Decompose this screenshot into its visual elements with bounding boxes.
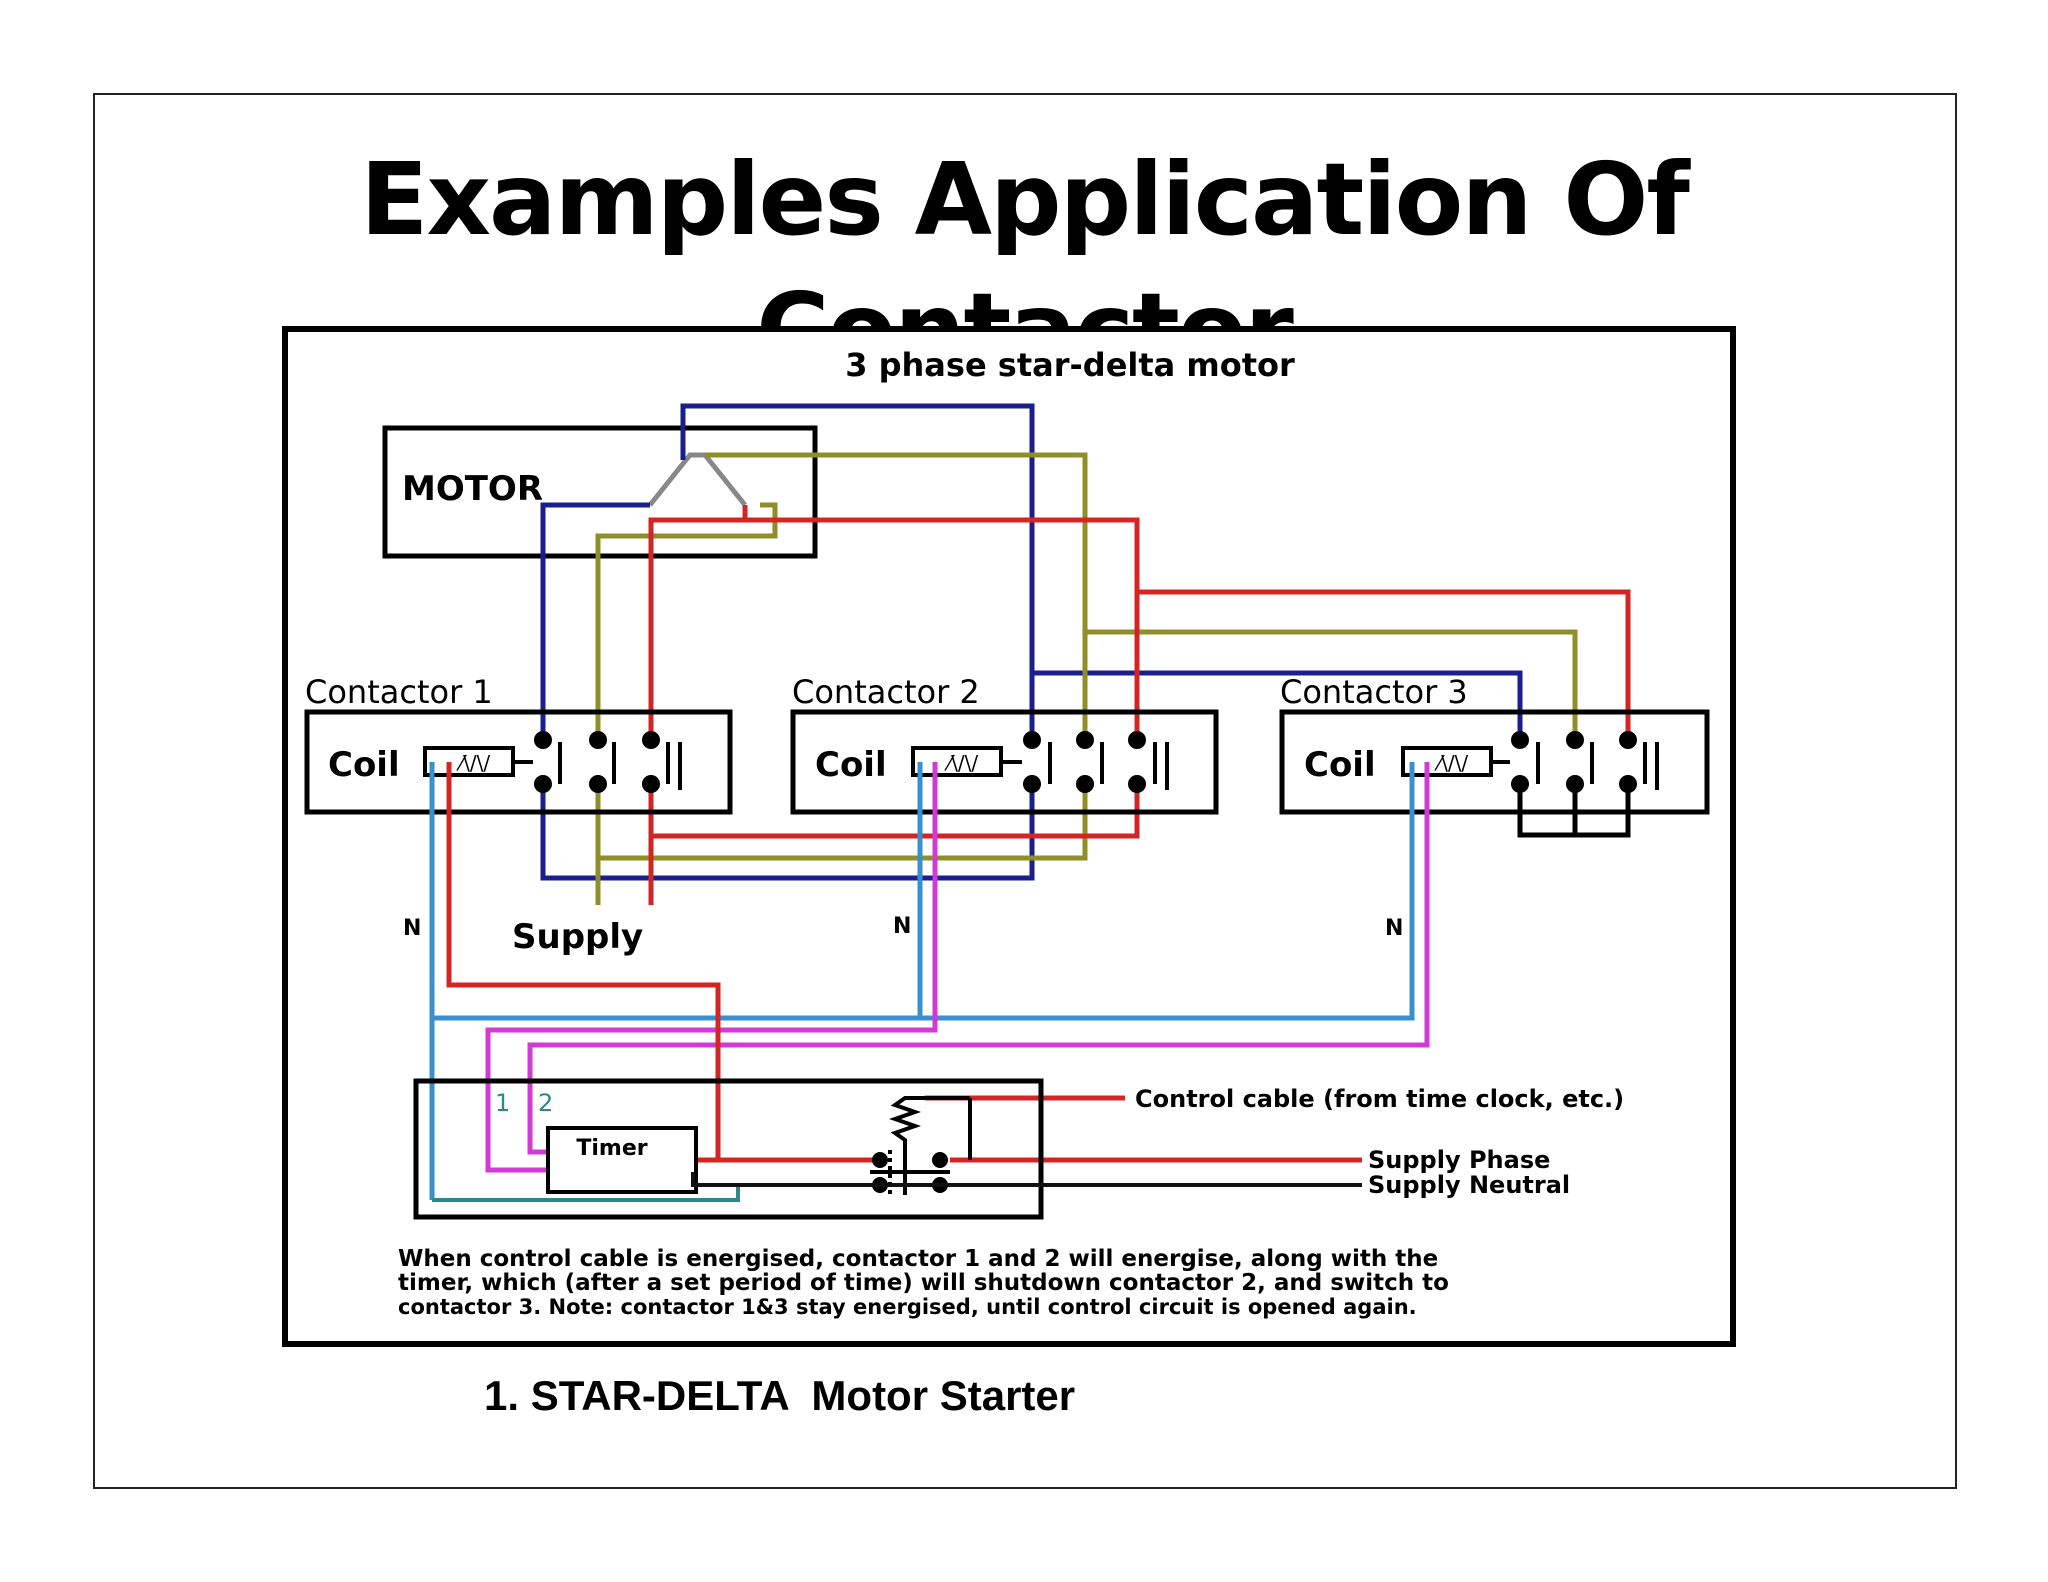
contactor-1-label: Contactor 1 <box>305 673 493 711</box>
supply-phase-label: Supply Phase <box>1368 1146 1550 1174</box>
neutral-label-3: N <box>1385 916 1403 941</box>
delta-winding-symbol <box>648 452 747 507</box>
slide-title-line-2: Contactor <box>0 270 2048 326</box>
neutral-label-2: N <box>893 914 911 939</box>
diagram-heading: 3 phase star-delta motor <box>845 346 1295 384</box>
teal-wire <box>432 1185 740 1202</box>
contactor-3-label: Contactor 3 <box>1280 673 1468 711</box>
contactor-2-coil-label: Coil <box>815 745 887 785</box>
terminal-1-label: 1 <box>495 1089 510 1117</box>
timer-enclosure <box>413 1078 1044 1220</box>
diagram-border <box>282 326 1736 1347</box>
figure-caption: 1. STAR-DELTA Motor Starter <box>484 1372 1076 1419</box>
supply-neutral-label: Supply Neutral <box>1368 1171 1570 1199</box>
red-control-wire <box>446 762 1362 1163</box>
motor-label: MOTOR <box>402 469 543 509</box>
svg-text:⁄\/\/: ⁄\/\/ <box>1434 751 1469 775</box>
neutral-label-1: N <box>403 916 421 941</box>
contactor-2-label: Contactor 2 <box>792 673 980 711</box>
note-line-3: contactor 3. Note: contactor 1&3 stay en… <box>398 1295 1417 1319</box>
note-line-1: When control cable is energised, contact… <box>398 1246 1438 1272</box>
slide-frame <box>93 93 1957 1489</box>
svg-text:⁄\/\/: ⁄\/\/ <box>456 751 491 775</box>
contactor-3-coil-label: Coil <box>1304 745 1376 785</box>
timer-box <box>546 1126 698 1194</box>
note-line-2: timer, which (after a set period of time… <box>398 1270 1449 1296</box>
timer-label: Timer <box>576 1136 647 1161</box>
svg-text:⁄\/\/: ⁄\/\/ <box>944 751 979 775</box>
terminal-2-label: 2 <box>538 1089 553 1117</box>
cyan-neutral-wires <box>429 762 1415 1200</box>
relay-contacts <box>870 1096 972 1195</box>
red-wires <box>648 505 1631 905</box>
contactor-3: Contactor 3 Coil ⁄\/\/ <box>1279 673 1710 838</box>
control-cable-label: Control cable (from time clock, etc.) <box>1135 1085 1624 1113</box>
contactor-1-coil-label: Coil <box>328 745 400 785</box>
black-neutral-wire <box>691 1172 1362 1187</box>
slide-title: Examples Application Of <box>360 141 1690 258</box>
contact-symbols <box>513 731 1659 793</box>
magenta-coil-wires <box>485 762 1430 1173</box>
supply-label: Supply <box>512 917 643 957</box>
contactor-2: Contactor 2 Coil ⁄\/\/ <box>790 673 1219 815</box>
